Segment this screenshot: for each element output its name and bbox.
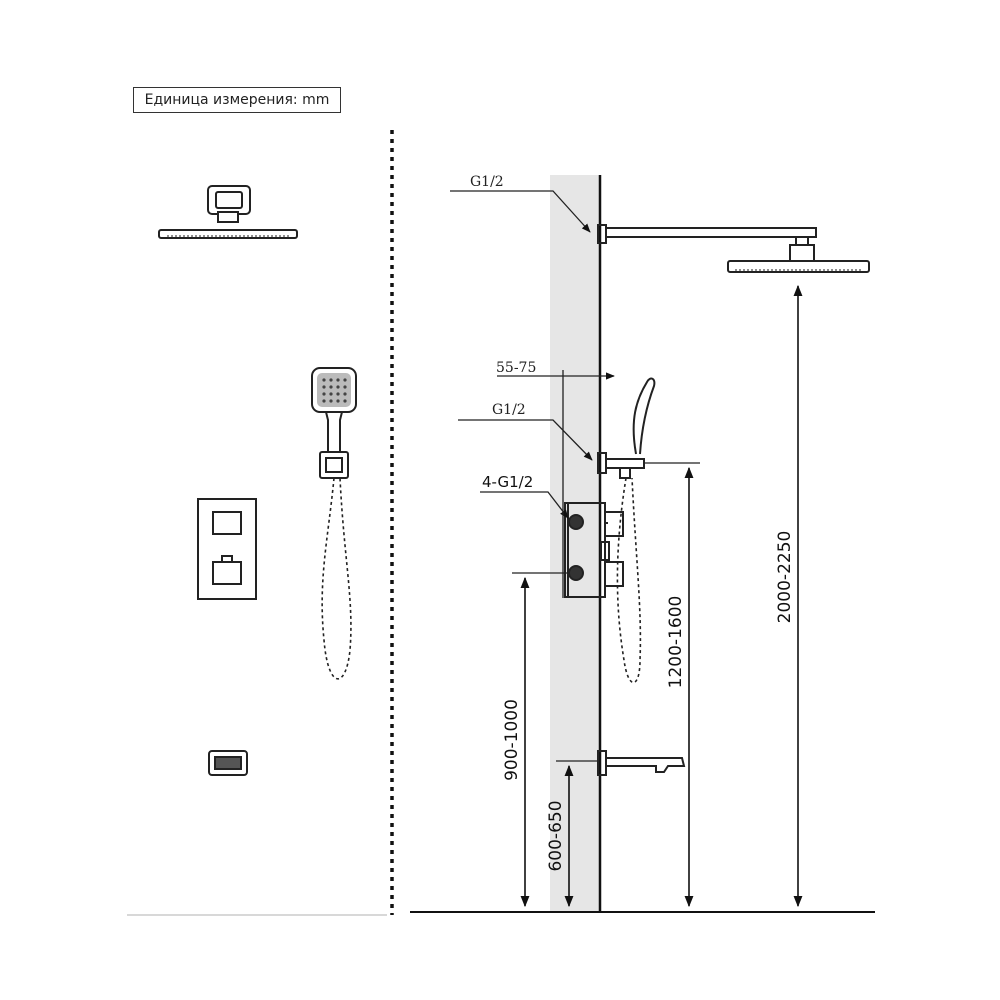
extension-lines xyxy=(512,462,700,762)
g12-mid-leader xyxy=(458,419,593,461)
wall-section xyxy=(550,175,600,913)
tub-spout-front-icon xyxy=(208,750,248,776)
tub-spout-side-icon xyxy=(597,750,686,776)
valve-inlet-leader xyxy=(480,491,569,519)
dimension-arrows xyxy=(520,284,803,908)
callout-leaders xyxy=(450,190,615,598)
label-wall-depth: 55-75 xyxy=(496,360,536,376)
rain-shower-arm-icon xyxy=(597,224,870,273)
label-hand-shower-inlet: G1/2 xyxy=(492,402,526,418)
label-hand-shower-height: 1200-1600 xyxy=(666,596,686,689)
side-view: G1/2 55-75 G1/2 4-G1/2 900-1000 600-650 … xyxy=(410,174,875,913)
label-overhead-inlet: G1/2 xyxy=(470,174,504,190)
unit-label: Единица измерения: mm xyxy=(133,87,341,113)
label-valve-height: 900-1000 xyxy=(502,699,522,781)
valve-plate-front-icon xyxy=(197,498,257,600)
label-valve-inlets: 4-G1/2 xyxy=(482,473,533,491)
rain-shower-head-front-icon xyxy=(158,185,298,239)
label-head-height: 2000-2250 xyxy=(775,531,795,624)
g12-top-leader xyxy=(450,190,591,233)
hand-shower-side-icon xyxy=(597,377,656,684)
label-spout-height: 600-650 xyxy=(546,800,566,871)
hand-shower-front-icon xyxy=(311,367,357,680)
front-view xyxy=(127,185,387,916)
